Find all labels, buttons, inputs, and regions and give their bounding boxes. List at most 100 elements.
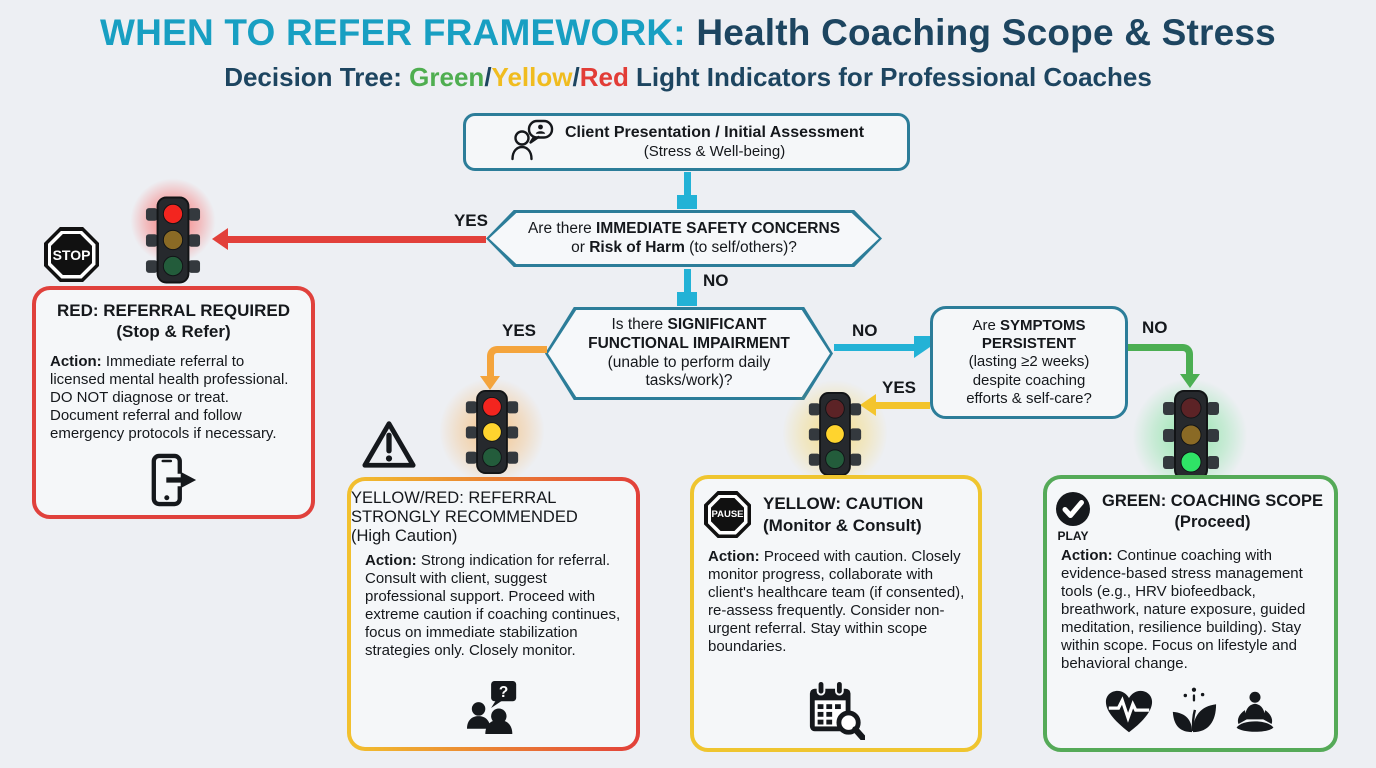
arrow-start-to-d1 — [684, 172, 691, 196]
green-action-text: Continue coaching with evidence-based st… — [1061, 547, 1306, 672]
yellow-box-title: YELLOW: CAUTION (Monitor & Consult) — [763, 493, 923, 536]
subtitle-red-word: Red — [579, 62, 629, 92]
yellow-title-line1: YELLOW: CAUTION — [763, 494, 924, 514]
label-yes-red: YES — [453, 211, 488, 230]
yellow-action-text: Proceed with caution. Closely monitor pr… — [708, 548, 965, 655]
traffic-light-yellow-icon — [807, 392, 863, 476]
nature-leaf-icon — [1168, 683, 1218, 740]
red-box-title-line1: RED: REFERRAL REQUIRED — [57, 301, 290, 320]
decision-symptoms-persistent: Are SYMPTOMS PERSISTENT (lasting ≥2 week… — [930, 306, 1128, 419]
d3-text: Are — [972, 316, 1000, 334]
decision-safety-concerns: Are there IMMEDIATE SAFETY CONCERNS or R… — [486, 210, 882, 267]
yellow-title-line2: (Monitor & Consult) — [763, 515, 922, 535]
red-box-action: Action: Immediate referral to licensed m… — [50, 353, 299, 443]
green-title-line2: (Proceed) — [1174, 512, 1251, 531]
decision-safety-text: Are there IMMEDIATE SAFETY CONCERNS or R… — [486, 210, 882, 267]
stop-sign-inner — [51, 234, 92, 275]
pause-sign-icon: PAUSE — [704, 491, 751, 538]
start-node-client-presentation: Client Presentation / Initial Assessment… — [463, 113, 910, 171]
label-no-teal: NO — [852, 321, 878, 340]
red-box-title-line2: (Stop & Refer) — [116, 322, 231, 342]
outcome-red-referral-required: RED: REFERRAL REQUIRED (Stop & Refer) Ac… — [32, 286, 315, 519]
consult-people-question-icon: ? — [466, 680, 522, 739]
calendar-search-icon — [807, 680, 865, 740]
traffic-light-redyellow-icon — [464, 390, 520, 474]
yellowred-box-title: YELLOW/RED: REFERRAL STRONGLY RECOMMENDE… — [351, 489, 636, 546]
outcome-green-coaching-scope: PLAY GREEN: COACHING SCOPE (Proceed) Act… — [1043, 475, 1338, 752]
d2-text: tasks/work)? — [645, 372, 733, 390]
red-box-title: RED: REFERRAL REQUIRED (Stop & Refer) — [36, 300, 311, 343]
d1-text-bold: IMMEDIATE SAFETY CONCERNS — [596, 219, 841, 237]
start-node-line2: (Stress & Well-being) — [643, 142, 786, 160]
action-label: Action: — [1061, 547, 1113, 564]
page-title: WHEN TO REFER FRAMEWORK: Health Coaching… — [0, 12, 1376, 54]
yellowred-box-action: Action: Strong indication for referral. … — [365, 552, 626, 660]
stop-sign-icon: STOP — [44, 227, 99, 282]
check-circle-icon: PLAY — [1055, 491, 1091, 543]
label-no-1: NO — [703, 271, 729, 290]
d3-text: efforts & self-care? — [966, 389, 1092, 407]
page-title-accent: WHEN TO REFER FRAMEWORK: — [100, 12, 697, 53]
decision-impairment-text: Is there SIGNIFICANT FUNCTIONAL IMPAIRME… — [545, 307, 833, 400]
d3-text: (lasting ≥2 weeks) — [968, 353, 1090, 371]
yellowred-title-line1: YELLOW/RED: REFERRAL — [351, 489, 557, 507]
d1-text: Are there — [527, 219, 597, 237]
green-box-action: Action: Continue coaching with evidence-… — [1061, 547, 1322, 673]
arrow-d3-yes-yellow — [876, 402, 930, 409]
action-label: Action: — [50, 352, 102, 370]
arrow-d2-yes-orange — [487, 346, 547, 378]
outcome-yellow-caution: PAUSE YELLOW: CAUTION (Monitor & Consult… — [690, 475, 982, 752]
yellow-box-action: Action: Proceed with caution. Closely mo… — [708, 548, 966, 656]
d3-text-bold: SYMPTOMS — [999, 316, 1086, 334]
d2-text-bold: FUNCTIONAL IMPAIRMENT — [588, 334, 790, 352]
green-title-line1: GREEN: COACHING SCOPE — [1102, 492, 1323, 510]
subtitle-slash: / — [484, 62, 492, 92]
pause-sign-label: PAUSE — [711, 509, 744, 520]
d3-text-bold: PERSISTENT — [981, 335, 1077, 353]
hexagon-fill — [489, 213, 879, 264]
decision-functional-impairment: Is there SIGNIFICANT FUNCTIONAL IMPAIRME… — [545, 307, 833, 400]
arrowhead-d1-yes-red — [212, 228, 228, 250]
d1-text: or — [571, 238, 590, 256]
start-node-text: Client Presentation / Initial Assessment… — [565, 123, 864, 162]
arrow-d1-yes-red — [228, 236, 486, 243]
yellowred-title-line3: (High Caution) — [351, 527, 458, 545]
subtitle-green-word: Green — [409, 62, 485, 92]
red-box-action-text: Immediate referral to licensed mental he… — [50, 352, 289, 442]
subtitle-slash: / — [572, 62, 580, 92]
hexagon-fill — [548, 310, 830, 397]
d1-text-bold: Risk of Harm — [589, 238, 685, 256]
green-box-title: GREEN: COACHING SCOPE (Proceed) — [1099, 491, 1326, 543]
subtitle-suffix: Light Indicators for Professional Coache… — [628, 62, 1152, 92]
arrowhead-d2-to-d3 — [914, 336, 930, 358]
d2-text: Is there — [611, 315, 668, 333]
page-subtitle: Decision Tree: Green/Yellow/Red Light In… — [0, 62, 1376, 93]
subtitle-yellow-word: Yellow — [491, 62, 573, 92]
label-yes-yellow: YES — [882, 378, 917, 397]
label-yes-orange: YES — [502, 321, 537, 340]
outcome-yellowred-referral-recommended: YELLOW/RED: REFERRAL STRONGLY RECOMMENDE… — [347, 477, 640, 751]
d2-text-bold: SIGNIFICANT — [667, 315, 767, 333]
play-label: PLAY — [1057, 529, 1089, 543]
yellowred-action-text: Strong indication for referral. Consult … — [365, 552, 621, 659]
arrowhead-d1-to-d2 — [677, 292, 697, 306]
yellowred-title-line2: STRONGLY RECOMMENDED — [351, 508, 578, 526]
arrow-d1-to-d2 — [684, 269, 691, 293]
traffic-light-red-icon — [145, 196, 201, 284]
d2-text: (unable to perform daily — [607, 353, 771, 371]
action-label: Action: — [365, 552, 417, 569]
arrow-d2-to-d3 — [834, 344, 916, 351]
phone-referral-icon — [149, 453, 199, 507]
client-speech-icon — [509, 119, 555, 166]
arrowhead-start-to-d1 — [677, 195, 697, 209]
start-node-line1: Client Presentation / Initial Assessment — [564, 123, 865, 141]
meditation-icon — [1232, 689, 1278, 740]
question-mark-glyph: ? — [498, 684, 507, 701]
pause-sign-inner — [711, 498, 744, 531]
d1-text: (to self/others)? — [684, 238, 797, 256]
arrow-d3-no-green — [1128, 344, 1193, 376]
subtitle-prefix: Decision Tree: — [224, 62, 410, 92]
page-title-rest: Health Coaching Scope & Stress — [696, 12, 1276, 53]
d3-text: despite coaching — [972, 371, 1086, 389]
